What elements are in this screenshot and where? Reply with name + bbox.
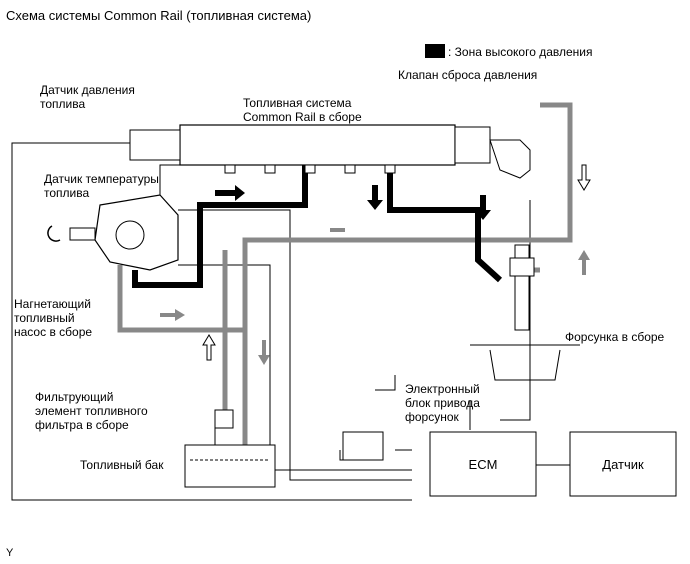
supply-pump-label: Нагнетающий топливный насос в сборе (14, 297, 93, 339)
footer-code: Y (6, 547, 14, 559)
fuel-temp-sensor-label: Датчик температуры топлива (44, 172, 159, 200)
ecm-label: ECM (468, 457, 498, 472)
pressure-relief-valve-label: Клапан сброса давления (398, 68, 538, 82)
edu-label: Электронный блок привода форсунок (405, 382, 480, 424)
high-pressure-legend-swatch (425, 44, 445, 58)
fuel-pressure-sensor-label: Датчик давления топлива (40, 83, 135, 111)
diagram-title: Схема системы Common Rail (топливная сис… (6, 8, 312, 23)
low-pressure-lines (117, 102, 573, 445)
fuel-tank (184, 444, 276, 488)
common-rail-label: Топливная система Common Rail в сборе (243, 96, 362, 124)
injector-label: Форсунка в сборе (565, 330, 665, 344)
edu-box (342, 431, 384, 461)
high-pressure-lines (132, 165, 503, 288)
injector (470, 244, 580, 381)
sensor-label: Датчик (602, 457, 644, 472)
fuel-filter-label: Фильтрующий элемент топливного фильтра в… (35, 390, 148, 432)
common-rail (129, 124, 531, 179)
sensor-box (569, 431, 677, 497)
supply-pump (47, 194, 179, 271)
legend-label: : Зона высокого давления (448, 45, 593, 59)
flow-arrows (160, 164, 591, 365)
fuel-filter-element (214, 409, 234, 429)
fuel-tank-label: Топливный бак (80, 458, 164, 472)
ecm-box (429, 431, 537, 497)
